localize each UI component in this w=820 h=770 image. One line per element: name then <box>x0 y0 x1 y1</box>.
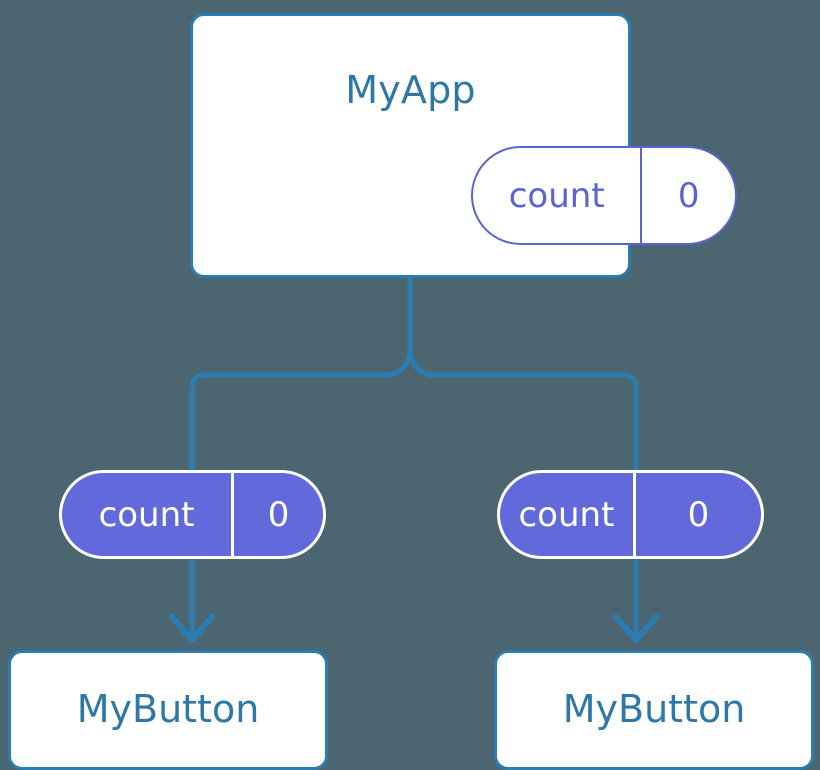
component-box-mybutton-right[interactable]: MyButton <box>494 650 814 770</box>
branch-line-left <box>189 348 413 470</box>
component-label-mybutton-right: MyButton <box>562 687 746 731</box>
branch-line-right <box>407 348 639 470</box>
props-pill-right-value: 0 <box>687 494 710 535</box>
component-box-myapp[interactable]: MyApp count 0 <box>190 13 737 278</box>
props-pill-left-key: count <box>62 473 235 556</box>
component-box-mybutton-left[interactable]: MyButton <box>8 650 328 770</box>
state-pill-value: 0 <box>677 175 700 216</box>
state-pill-myapp[interactable]: count 0 <box>471 146 737 245</box>
props-arrow-head-left <box>169 614 215 643</box>
component-label-myapp: MyApp <box>345 68 476 112</box>
props-pill-left-value: 0 <box>267 494 290 535</box>
component-label-mybutton-left: MyButton <box>76 687 260 731</box>
state-pill-key: count <box>473 148 643 243</box>
props-arrow-head-right <box>613 614 659 643</box>
props-pill-right[interactable]: count 0 <box>497 470 764 559</box>
props-pill-right-key: count <box>500 473 636 556</box>
props-pill-left[interactable]: count 0 <box>59 470 326 559</box>
